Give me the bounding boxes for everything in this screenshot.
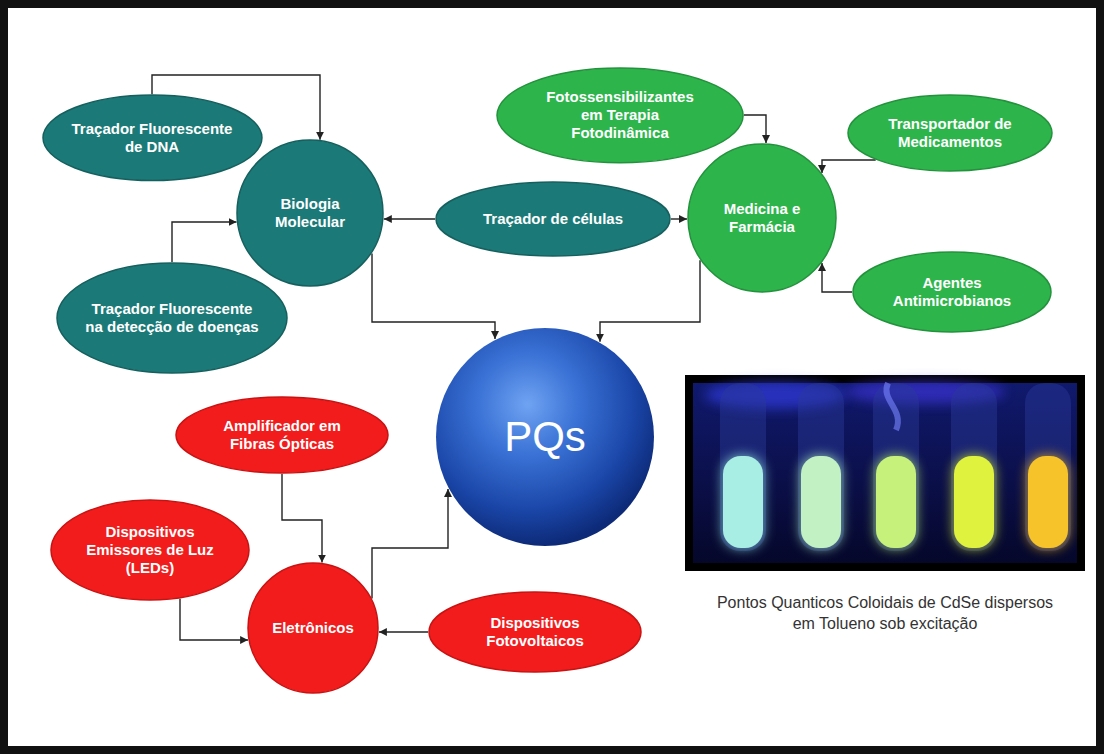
- node-shape: [853, 252, 1051, 332]
- node-shape: [436, 182, 670, 256]
- node-label: Traçador Fluorescente na detecção de doe…: [82, 300, 262, 336]
- connector-arrow: [671, 218, 687, 219]
- node-shape: [848, 95, 1052, 171]
- ellipse-node: Dispositivos Emissores de Luz (LEDs): [50, 499, 250, 601]
- photo-background: [693, 383, 1077, 563]
- node-text-area: Biologia Molecular: [236, 139, 384, 287]
- node-shape: [237, 140, 383, 286]
- connector-arrow: [372, 489, 448, 599]
- node-text-area: Dispositivos Emissores de Luz (LEDs): [50, 499, 250, 601]
- node-text-area: Eletrônicos: [247, 562, 379, 694]
- node-shape: [176, 397, 388, 473]
- tube-glow: [875, 455, 917, 549]
- test-tube: [798, 383, 844, 551]
- node-label: Transportador de Medicamentos: [875, 115, 1025, 151]
- node-text-area: Traçador Fluorescente de DNA: [42, 94, 263, 182]
- node-text-area: PQs: [435, 327, 655, 547]
- test-tube: [951, 383, 997, 551]
- node-label: Medicina e Farmácia: [710, 200, 814, 236]
- tube-glow: [800, 455, 842, 549]
- node-shape: [43, 95, 262, 181]
- tube-liquid: [801, 456, 841, 548]
- node-label: Amplificador em Fibras Ópticas: [212, 417, 352, 453]
- tube-glow: [953, 455, 995, 549]
- node-label: Dispositivos Fotovoltaicos: [470, 614, 600, 650]
- tube-glow: [722, 455, 764, 549]
- connector-arrow: [600, 260, 700, 342]
- tube-liquid: [876, 456, 916, 548]
- ellipse-node: Traçador Fluorescente de DNA: [42, 94, 263, 182]
- test-tube: [1025, 383, 1071, 551]
- tube-liquid: [954, 456, 994, 548]
- tube-liquid: [723, 456, 763, 548]
- node-shape: [51, 500, 249, 600]
- connector-arrow: [822, 263, 852, 292]
- ellipse-node: Traçador de células: [435, 181, 671, 257]
- node-shape: [248, 563, 378, 693]
- circle-node: Biologia Molecular: [236, 139, 384, 287]
- node-text-area: Transportador de Medicamentos: [847, 94, 1053, 172]
- node-shape: [57, 263, 287, 373]
- sphere-shape: [436, 328, 654, 546]
- glass-reflection: [886, 383, 898, 430]
- node-shape: [429, 592, 641, 672]
- connector-arrow: [379, 631, 428, 632]
- node-label: PQs: [504, 412, 586, 462]
- connector-arrow: [744, 115, 766, 143]
- photo-caption: Pontos Quanticos Coloidais de CdSe dispe…: [715, 593, 1055, 635]
- node-label: Eletrônicos: [272, 619, 354, 637]
- node-label: Traçador Fluorescente de DNA: [66, 120, 238, 156]
- test-tube: [720, 383, 766, 551]
- node-text-area: Traçador Fluorescente na detecção de doe…: [56, 262, 288, 374]
- ellipse-node: Dispositivos Fotovoltaicos: [428, 591, 642, 673]
- node-label: Biologia Molecular: [255, 195, 365, 231]
- connector-arrow: [180, 599, 248, 640]
- node-label: Agentes Antimicrobianos: [887, 274, 1017, 310]
- node-label: Traçador de células: [483, 210, 623, 228]
- node-text-area: Agentes Antimicrobianos: [852, 251, 1052, 333]
- ellipse-node: Agentes Antimicrobianos: [852, 251, 1052, 333]
- circle-node: Eletrônicos: [247, 562, 379, 694]
- connector-arrow: [372, 253, 495, 339]
- tube-liquid: [1028, 456, 1068, 548]
- node-shape: [497, 68, 743, 163]
- node-text-area: Fotossensibilizantes em Terapia Fotodinâ…: [496, 67, 744, 164]
- node-text-area: Dispositivos Fotovoltaicos: [428, 591, 642, 673]
- ellipse-node: Traçador Fluorescente na detecção de doe…: [56, 262, 288, 374]
- connector-arrow: [282, 474, 322, 563]
- photo-frame: [685, 375, 1085, 571]
- ellipse-node: Transportador de Medicamentos: [847, 94, 1053, 172]
- sphere-node: PQs: [435, 327, 655, 547]
- circle-node: Medicina e Farmácia: [687, 143, 837, 293]
- node-shape: [688, 144, 836, 292]
- node-label: Dispositivos Emissores de Luz (LEDs): [83, 523, 218, 577]
- connector-arrow: [172, 222, 237, 262]
- connector-arrow: [384, 218, 435, 219]
- connector-arrow: [822, 160, 876, 173]
- tube-glow: [1027, 455, 1069, 549]
- node-text-area: Traçador de células: [435, 181, 671, 257]
- node-text-area: Amplificador em Fibras Ópticas: [175, 396, 389, 474]
- ellipse-node: Amplificador em Fibras Ópticas: [175, 396, 389, 474]
- ellipse-node: Fotossensibilizantes em Terapia Fotodinâ…: [496, 67, 744, 164]
- test-tube: [873, 383, 919, 551]
- node-text-area: Medicina e Farmácia: [687, 143, 837, 293]
- node-label: Fotossensibilizantes em Terapia Fotodinâ…: [535, 88, 705, 142]
